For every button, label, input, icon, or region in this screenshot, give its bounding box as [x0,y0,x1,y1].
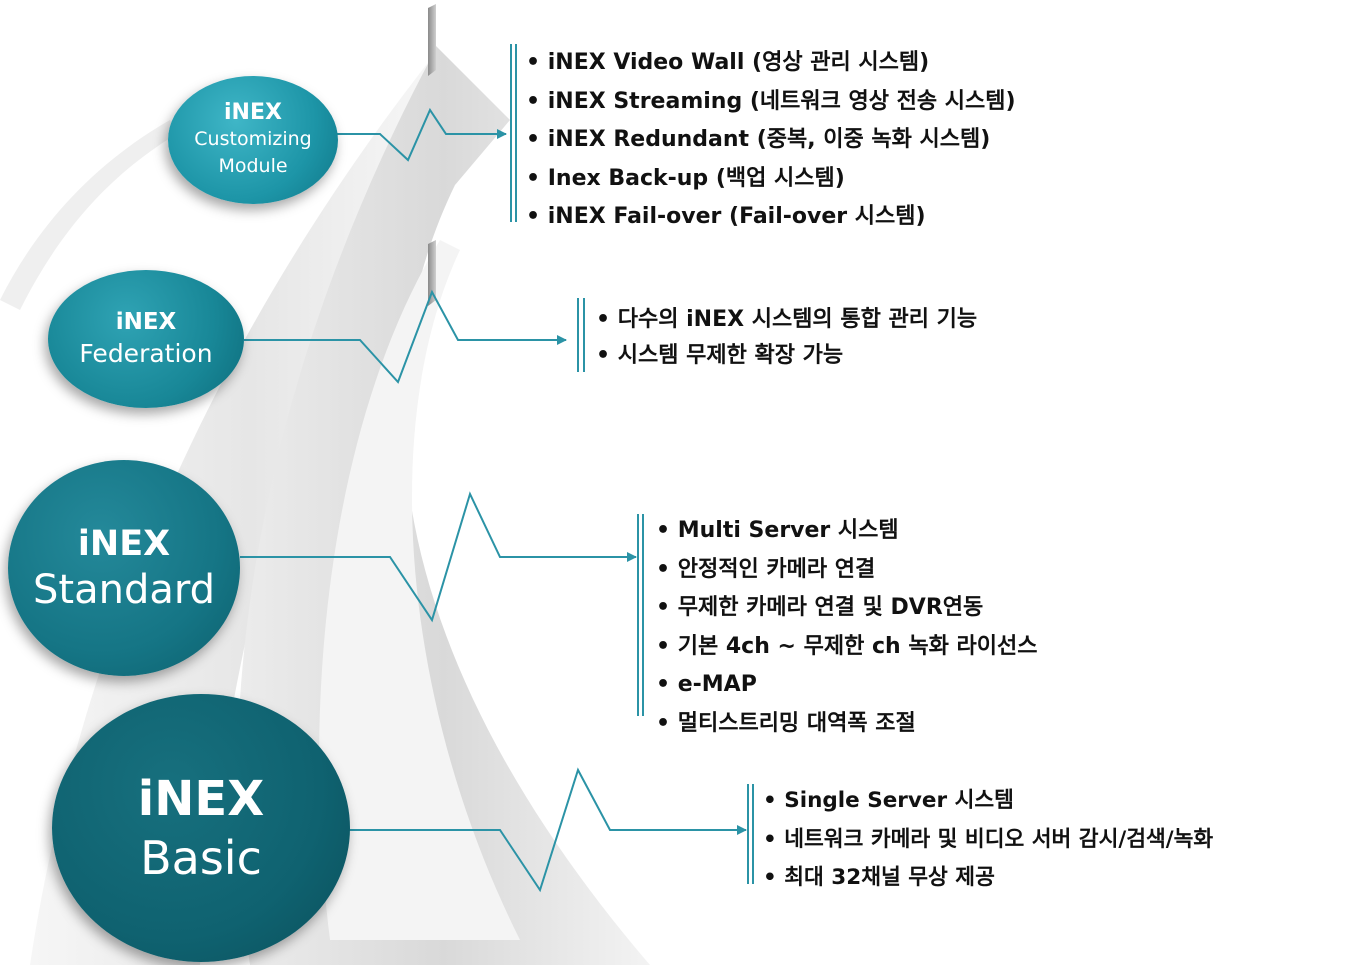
circle-federation: iNEX Federation [48,270,244,408]
circle-standard: iNEX Standard [8,460,240,676]
feature-list-standard: Multi Server 시스템 안정적인 카메라 연결 무제한 카메라 연결 … [656,512,1038,744]
feature-list-federation: 다수의 iNEX 시스템의 통합 관리 기능 시스템 무제한 확장 가능 [596,302,977,374]
circle-customizing-module: iNEX Customizing Module [168,76,338,204]
connector-federation [244,289,567,384]
circle-basic-title: iNEX [137,771,265,827]
feature-list-customizing: iNEX Video Wall (영상 관리 시스템) iNEX Streami… [526,44,1016,237]
list-item: 네트워크 카메라 및 비디오 서버 감시/검색/녹화 [763,821,1213,860]
circle-customizing-subtitle-2: Module [218,155,288,177]
circle-standard-subtitle: Standard [33,567,215,613]
circle-basic: iNEX Basic [52,694,350,962]
circle-basic-subtitle: Basic [140,831,262,885]
list-item: e-MAP [656,666,1037,705]
list-item: 시스템 무제한 확장 가능 [596,338,977,374]
list-item: iNEX Video Wall (영상 관리 시스템) [526,44,1016,83]
list-item: iNEX Redundant (중복, 이중 녹화 시스템) [526,121,1016,160]
list-item: iNEX Streaming (네트워크 영상 전송 시스템) [526,83,1016,122]
connector-standard [240,491,637,623]
circle-standard-title: iNEX [77,524,171,564]
list-item: iNEX Fail-over (Fail-over 시스템) [526,198,1016,237]
list-item: 무제한 카메라 연결 및 DVR연동 [656,589,1037,628]
connector-basic [348,767,747,893]
list-item: 기본 4ch ~ 무제한 ch 녹화 라이선스 [656,628,1038,667]
list-item: Single Server 시스템 [763,782,1213,821]
list-item: Multi Server 시스템 [656,512,1037,551]
list-item: 안정적인 카메라 연결 [656,551,1037,590]
connector-customizing [336,107,507,162]
circle-federation-title: iNEX [115,309,177,335]
circle-federation-subtitle: Federation [79,339,213,368]
list-item: Inex Back-up (백업 시스템) [526,160,1016,199]
list-item: 최대 32채널 무상 제공 [763,859,1213,898]
list-item: 다수의 iNEX 시스템의 통합 관리 기능 [596,302,977,338]
list-item: 멀티스트리밍 대역폭 조절 [656,705,1037,744]
circle-customizing-title: iNEX [224,100,282,125]
circle-customizing-subtitle-1: Customizing [194,128,312,150]
feature-list-basic: Single Server 시스템 네트워크 카메라 및 비디오 서버 감시/검… [763,782,1213,898]
